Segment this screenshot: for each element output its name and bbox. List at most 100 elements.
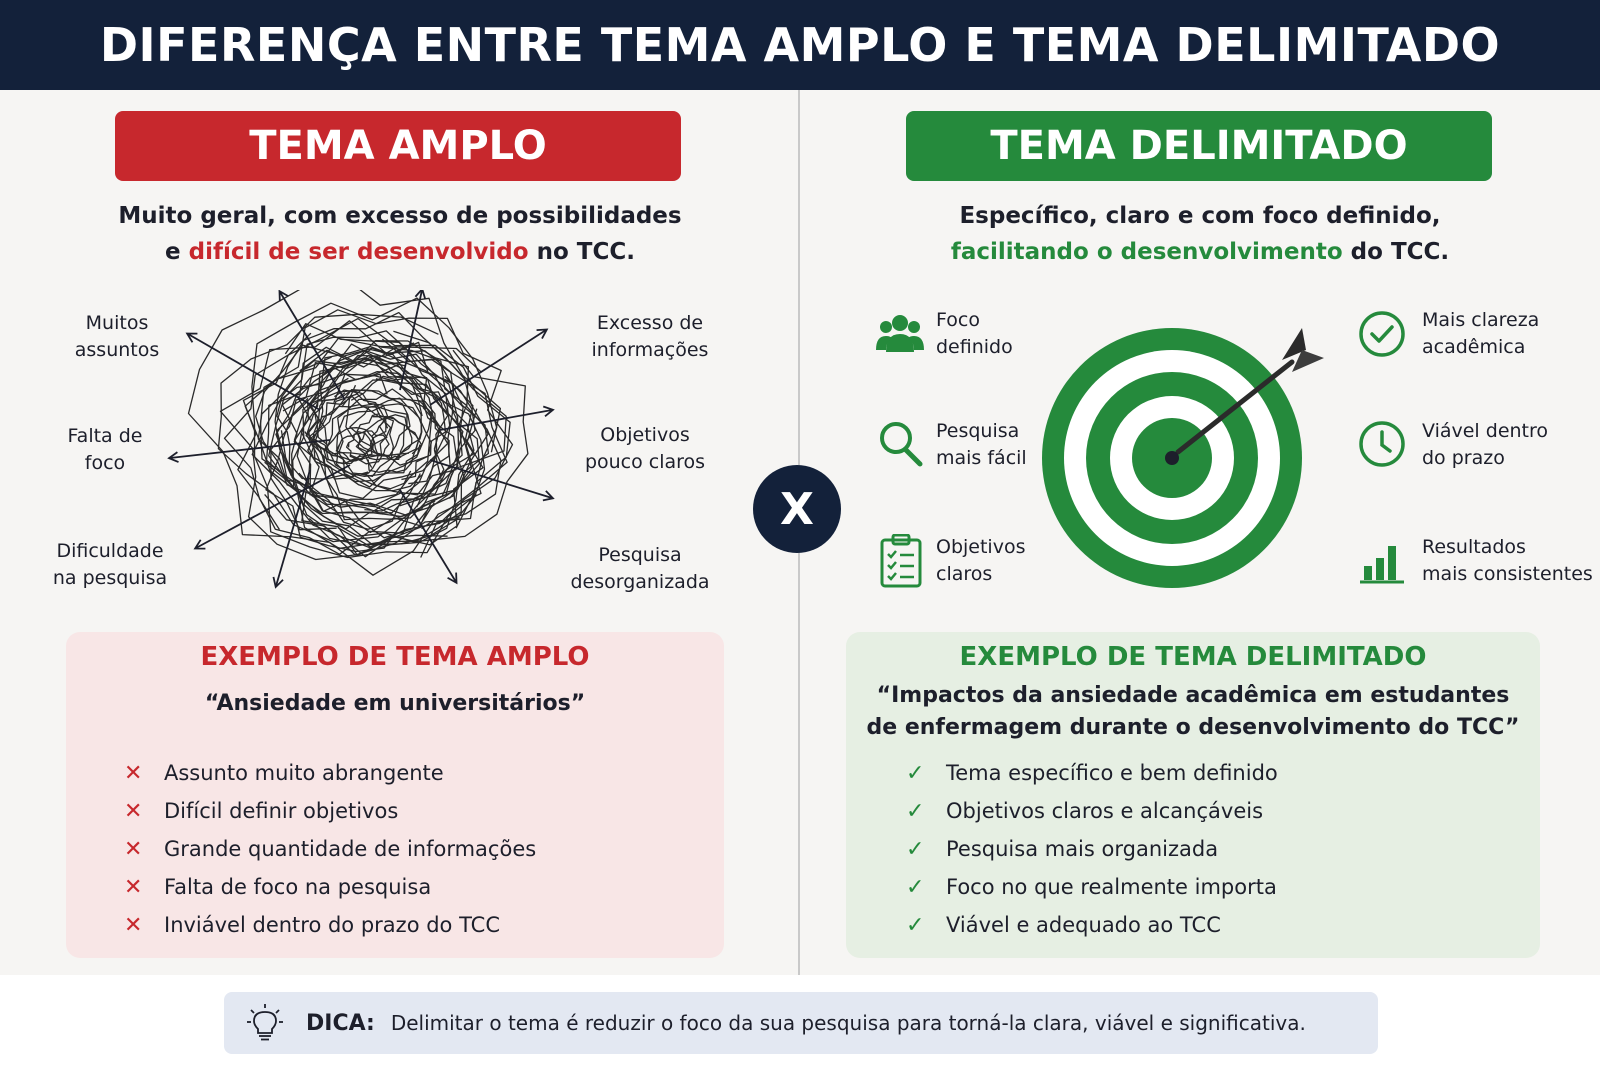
label-muitos-assuntos: Muitos assuntos [62,310,172,364]
check-icon: ✓ [906,912,925,938]
x-icon: ✕ [124,912,143,938]
label-line: Muitos [85,312,149,334]
label-line: Excesso de [596,312,704,334]
subtitle-line1: Muito geral, com excesso de possibilidad… [118,203,682,229]
label-falta-foco: Falta de foco [55,423,155,477]
list-item: ✓ Viável e adequado ao TCC [906,906,1278,944]
scribble-stroke [308,358,476,496]
x-icon: ✕ [124,798,143,824]
header-bar: DIFERENÇA ENTRE TEMA AMPLO E TEMA DELIMI… [0,0,1600,90]
feature-line: mais consistentes [1422,563,1593,585]
tip-text: Delimitar o tema é reduzir o foco da sua… [390,1011,1306,1035]
subtitle-post: do TCC. [1342,239,1450,265]
arrow [399,489,458,585]
subtitle-line2: facilitando o desenvolvimento do TCC. [880,234,1520,270]
scribble-stroke [223,317,511,556]
subtitle-line2: e difícil de ser desenvolvido no TCC. [95,234,705,270]
subtitle-tema-delimitado: Específico, claro e com foco definido, f… [880,198,1520,270]
scribble-arrows [167,290,555,589]
x-icon: ✕ [124,760,143,786]
scribble-stroke [281,354,449,530]
clipboard-checklist-icon [880,534,922,588]
scribble-stroke [219,320,508,561]
banner-tema-amplo: TEMA AMPLO [115,111,681,181]
feature-objetivos-claros: Objetivos claros [936,534,1025,588]
example-box-tema-delimitado [846,632,1540,958]
arrow [278,290,346,401]
subtitle-tema-amplo: Muito geral, com excesso de possibilidad… [95,198,705,270]
versus-badge: X [753,465,841,553]
feature-foco-definido: Foco definido [936,307,1013,361]
scribble-lines [187,290,529,576]
label-line: na pesquisa [52,567,168,589]
feature-pesquisa-facil: Pesquisa mais fácil [936,418,1027,472]
scribble-stroke [244,337,529,550]
list-item: ✕ Difícil definir objetivos [124,792,536,830]
feature-line: Resultados [1422,536,1526,558]
quote-line: de enfermagem durante o desenvolvimento … [866,715,1520,740]
feature-line: Mais clareza [1422,309,1540,331]
scribble-stroke [345,375,447,466]
arrow [272,469,311,589]
feature-mais-clareza: Mais clareza acadêmica [1422,307,1539,361]
list-item-text: Tema específico e bem definido [946,761,1278,785]
label-line: Falta de [67,425,143,447]
feature-line: mais fácil [936,447,1027,469]
feature-line: Objetivos [936,536,1026,558]
label-dificuldade: Dificuldade na pesquisa [40,538,180,592]
label-excesso: Excesso de informações [580,310,720,364]
scribble-stroke [251,346,484,558]
scribble-stroke [251,297,498,559]
check-icon: ✓ [906,760,925,786]
label-line: Objetivos [600,424,690,446]
clock-icon [1359,421,1405,467]
list-item: ✕Falta de foco na pesquisa [124,868,536,906]
scribble-stroke [276,364,486,545]
scribble-stroke [323,406,423,478]
example-quote-tema-delimitado: “Impactos da ansiedade acadêmica em estu… [846,680,1540,744]
feature-line: claros [936,563,993,585]
scribble-stroke [309,389,411,465]
label-line: assuntos [74,339,160,361]
tip-box: DICA: Delimitar o tema é reduzir o foco … [224,992,1378,1054]
list-item: ✓Pesquisa mais organizada [906,830,1278,868]
list-item: ✓ Objetivos claros e alcançáveis [906,792,1278,830]
feature-resultados: Resultados mais consistentes [1422,534,1593,588]
arrow [439,405,555,431]
list-item-text: Difícil definir objetivos [164,799,399,823]
check-circle-icon [1359,311,1405,357]
list-item-text: Falta de foco na pesquisa [164,875,432,899]
scribble-stroke [338,403,432,490]
example-title-tema-delimitado: EXEMPLO DE TEMA DELIMITADO [959,642,1427,672]
example-title-tema-amplo: EXEMPLO DE TEMA AMPLO [200,642,590,672]
feature-viavel-prazo: Viável dentro do prazo [1422,418,1548,472]
scribble-stroke [293,338,490,539]
dart-icon [1165,328,1324,465]
list-item-text: Inviável dentro do prazo do TCC [164,913,500,937]
scribble-stroke [270,355,475,546]
scribble-stroke [265,346,442,515]
feature-line: definido [936,336,1013,358]
list-item-text: Pesquisa mais organizada [946,837,1219,861]
label-line: foco [84,452,126,474]
scribble-stroke [301,341,455,519]
arrow [193,464,351,550]
scribble-stroke [335,431,379,479]
list-item-text: Objetivos claros e alcançáveis [946,799,1264,823]
quote-line: “Impactos da ansiedade acadêmica em estu… [876,683,1510,708]
feature-line: Viável dentro [1422,420,1549,442]
subtitle-highlight: facilitando o desenvolvimento [950,239,1343,265]
list-tema-amplo: ✕Assunto muito abrangente ✕Difícil defin… [124,754,536,944]
check-icon: ✓ [906,798,925,824]
scribble-stroke [307,349,473,534]
label-pesquisa-desorganizada: Pesquisa desorganizada [565,542,715,596]
feature-line: Foco [936,309,980,331]
arrow [429,459,555,502]
list-item-text: Viável e adequado ao TCC [946,913,1221,937]
check-icon: ✓ [906,874,925,900]
target-illustration [1042,328,1324,588]
example-box-tema-amplo [66,632,724,958]
lightbulb-icon [247,1004,283,1041]
scribble-stroke [325,388,450,492]
subtitle-line1: Específico, claro e com foco definido, [959,203,1441,229]
